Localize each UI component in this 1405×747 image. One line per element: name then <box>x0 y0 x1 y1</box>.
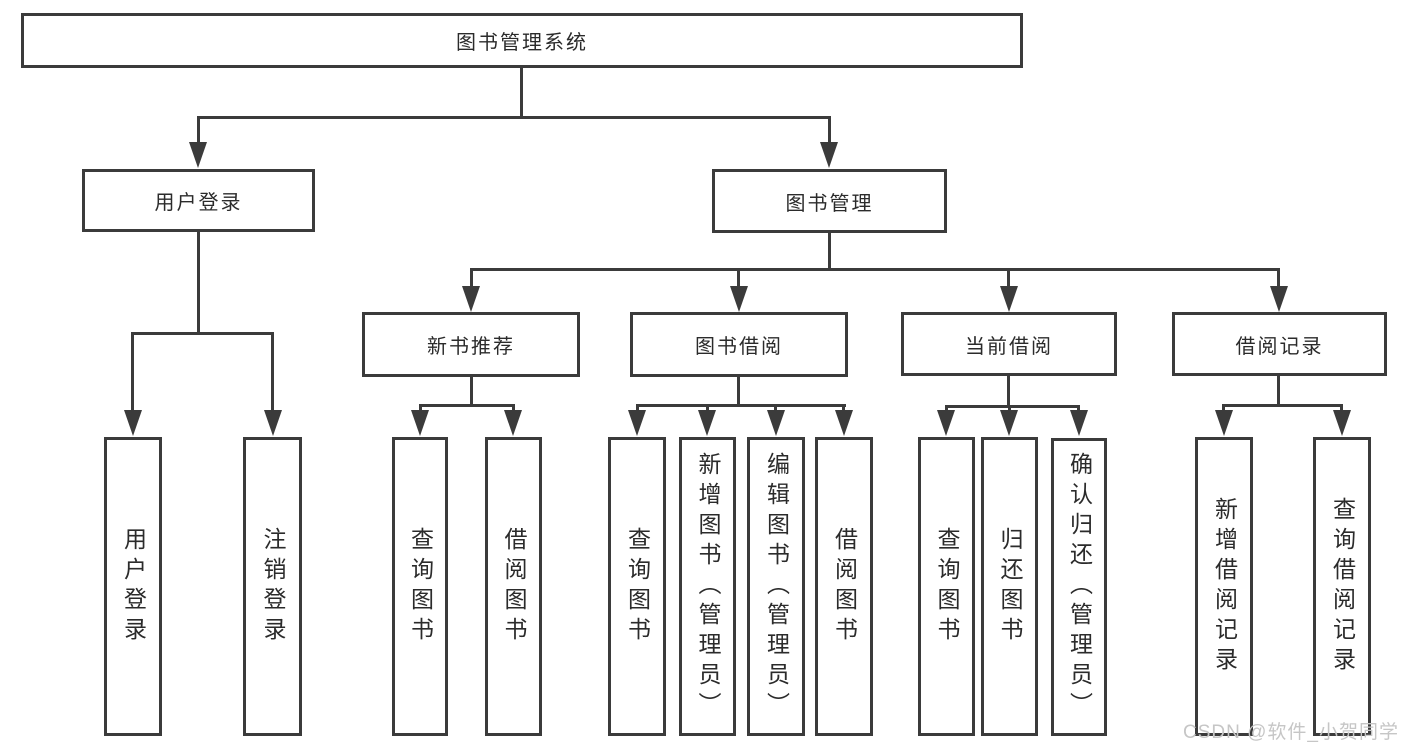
node-label: 查询图书 <box>624 526 651 647</box>
connector-line <box>419 404 515 407</box>
connector-line <box>470 375 473 407</box>
node-label: 归还图书 <box>997 526 1023 647</box>
arrowhead-icon <box>1215 410 1233 436</box>
node-label: 借阅图书 <box>501 526 527 647</box>
connector-line <box>197 116 200 146</box>
connector-line <box>1277 375 1280 406</box>
node-book-borrow: 图书借阅 <box>630 312 848 377</box>
node-user-login: 用户登录 <box>82 169 315 232</box>
leaf-logout: 注销登录 <box>243 437 302 736</box>
leaf-borrow-add-books-admin: 新增图书（管理员） <box>679 437 736 736</box>
leaf-borrow-edit-books-admin: 编辑图书（管理员） <box>747 437 805 736</box>
leaf-borrow-borrow-books: 借阅图书 <box>815 437 873 736</box>
node-book-management: 图书管理 <box>712 169 947 233</box>
node-label: 图书借阅 <box>695 336 783 358</box>
node-label: 借阅图书 <box>831 526 858 647</box>
connector-line <box>131 332 134 412</box>
leaf-records-add-record: 新增借阅记录 <box>1195 437 1253 736</box>
leaf-newbook-query-books: 查询图书 <box>392 437 448 736</box>
connector-line <box>271 332 274 412</box>
connector-line <box>1007 375 1010 408</box>
connector-line <box>1007 268 1010 288</box>
arrowhead-icon <box>462 286 480 312</box>
connector-line <box>828 231 831 270</box>
watermark: CSDN @软件_小贺同学 <box>1183 722 1399 743</box>
connector-line <box>737 375 740 407</box>
leaf-records-query-record: 查询借阅记录 <box>1313 437 1371 736</box>
connector-line <box>1077 405 1080 413</box>
arrowhead-icon <box>189 142 207 168</box>
arrowhead-icon <box>835 410 853 436</box>
arrowhead-icon <box>1070 410 1088 436</box>
connector-line <box>419 404 422 413</box>
arrowhead-icon <box>628 410 646 436</box>
node-label: 新增图书（管理员） <box>695 451 721 722</box>
node-label: 查询图书 <box>934 526 960 647</box>
node-label: 当前借阅 <box>965 335 1053 358</box>
connector-line <box>828 116 831 146</box>
leaf-newbook-borrow-books: 借阅图书 <box>485 437 542 736</box>
leaf-current-query-books: 查询图书 <box>918 437 975 736</box>
connector-line <box>1340 404 1343 413</box>
node-root-book-management-system: 图书管理系统 <box>21 13 1023 68</box>
connector-line <box>197 116 831 119</box>
leaf-borrow-query-books: 查询图书 <box>608 437 666 736</box>
node-label: 图书管理 <box>785 192 874 215</box>
arrowhead-icon <box>124 410 142 436</box>
connector-line <box>132 332 273 335</box>
connector-line <box>1277 268 1280 288</box>
node-label: 确认归还（管理员） <box>1066 452 1093 722</box>
connector-line <box>470 268 473 288</box>
arrowhead-icon <box>1270 286 1288 312</box>
connector-line <box>842 404 845 413</box>
arrowhead-icon <box>411 410 429 436</box>
connector-line <box>520 66 523 118</box>
connector-line <box>1222 404 1225 413</box>
connector-line <box>737 268 740 288</box>
node-label: 新书推荐 <box>427 336 515 358</box>
node-label: 用户登录 <box>120 526 147 647</box>
connector-line <box>512 404 515 413</box>
node-current-borrow: 当前借阅 <box>901 312 1117 376</box>
arrowhead-icon <box>504 410 522 436</box>
node-label: 新增借阅记录 <box>1211 496 1238 677</box>
connector-line <box>470 268 1280 271</box>
connector-line <box>706 404 709 413</box>
arrowhead-icon <box>767 410 785 436</box>
leaf-current-return-books: 归还图书 <box>981 437 1038 736</box>
arrowhead-icon <box>937 410 955 436</box>
connector-line <box>636 404 639 413</box>
node-label: 注销登录 <box>260 526 286 647</box>
arrowhead-icon <box>264 410 282 436</box>
node-label: 用户登录 <box>154 192 243 214</box>
connector-line <box>774 404 777 413</box>
node-label: 借阅记录 <box>1235 335 1324 358</box>
node-label: 图书管理系统 <box>456 32 588 54</box>
connector-line <box>1222 404 1343 407</box>
node-new-book-recommend: 新书推荐 <box>362 312 580 377</box>
arrowhead-icon <box>730 286 748 312</box>
node-label: 查询借阅记录 <box>1329 496 1356 677</box>
node-label: 编辑图书（管理员） <box>763 451 790 722</box>
connector-line <box>636 404 846 407</box>
arrowhead-icon <box>1000 410 1018 436</box>
leaf-user-login: 用户登录 <box>104 437 162 736</box>
arrowhead-icon <box>1000 286 1018 312</box>
connector-line <box>197 231 200 335</box>
leaf-current-confirm-return-admin: 确认归还（管理员） <box>1051 438 1107 736</box>
node-label: 查询图书 <box>407 526 434 647</box>
connector-line <box>945 405 1080 408</box>
node-borrow-records: 借阅记录 <box>1172 312 1387 376</box>
connector-line <box>945 405 948 413</box>
arrowhead-icon <box>1333 410 1351 436</box>
arrowhead-icon <box>820 142 838 168</box>
connector-line <box>1008 405 1011 413</box>
arrowhead-icon <box>698 410 716 436</box>
